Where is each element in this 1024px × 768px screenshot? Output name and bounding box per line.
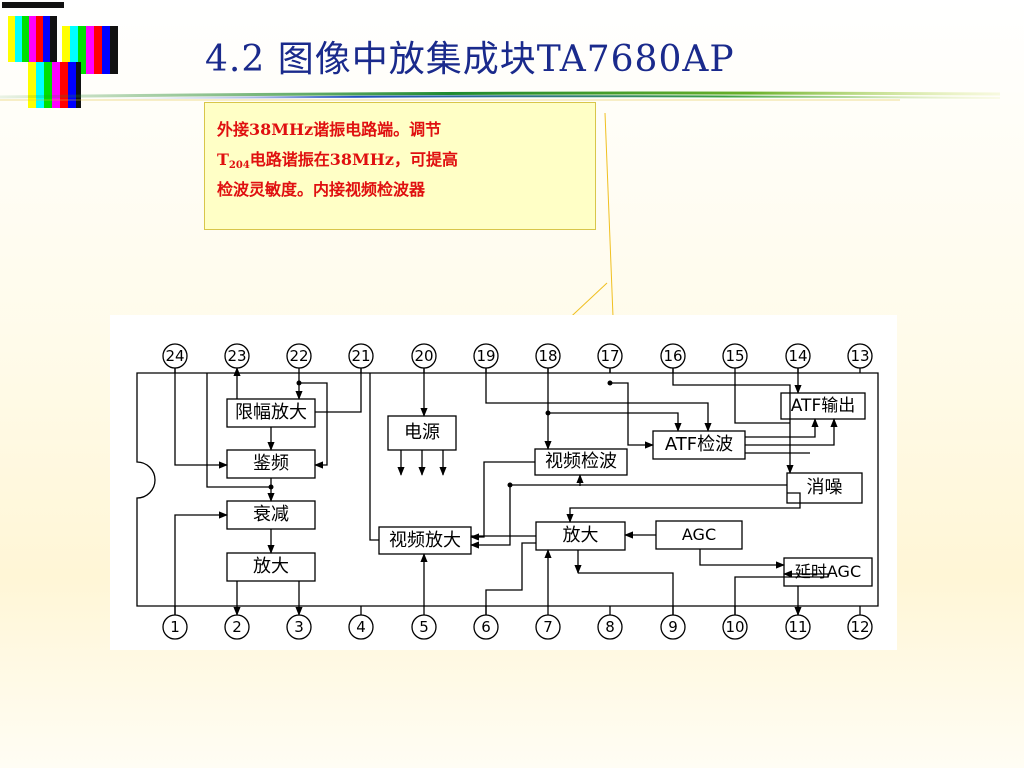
note-line-2: T204电路谐振在38MHz，可提高 [217, 145, 585, 175]
block-attenuator: 衰减 [253, 504, 289, 525]
block-video-amp: 视频放大 [389, 530, 461, 551]
title-rule [0, 91, 1000, 101]
note-line-2-subscript: 204 [228, 160, 250, 171]
pin-13: 13 [850, 347, 870, 365]
pin-24: 24 [165, 347, 185, 365]
block-noise-cancel: 消噪 [806, 477, 843, 498]
annotation-callout-box: 外接38MHz谐振电路端。调节 T204电路谐振在38MHz，可提高 检波灵敏度… [204, 102, 596, 230]
note-line-3: 检波灵敏度。内接视频检波器 [217, 180, 426, 199]
pin-12: 12 [850, 618, 870, 636]
note-line-2-suffix: 电路谐振在38MHz，可提高 [249, 150, 458, 169]
pin-22: 22 [289, 347, 309, 365]
block-if-amp: 放大 [562, 525, 599, 546]
block-delay-agc: 延时AGC [794, 562, 862, 581]
block-discriminator: 鉴频 [253, 453, 289, 474]
pin-23: 23 [227, 347, 247, 365]
page-title: 4.2 图像中放集成块TA7680AP [205, 39, 735, 80]
block-video-detector: 视频检波 [545, 451, 617, 472]
ta7680ap-block-diagram: 限幅放大 鉴频 衰减 放大 电源 视频检波 ATF检波 ATF输出 消噪 视频放… [110, 315, 897, 650]
pin-18: 18 [538, 347, 558, 365]
callout-leader-to-pin-17 [604, 112, 615, 343]
pin-15: 15 [725, 347, 745, 365]
block-power: 电源 [404, 422, 440, 443]
pin-11: 11 [788, 618, 808, 636]
pin-4: 4 [356, 618, 366, 636]
note-line-2-prefix: T [217, 150, 229, 169]
pin-8: 8 [605, 618, 615, 636]
pin-7: 7 [543, 618, 553, 636]
pin-20: 20 [414, 347, 434, 365]
pin-19: 19 [476, 347, 496, 365]
pin-5: 5 [419, 618, 429, 636]
block-diagram-wiring [136, 343, 879, 640]
pin-16: 16 [663, 347, 683, 365]
pin-17: 17 [600, 347, 620, 365]
pin-2: 2 [232, 618, 242, 636]
color-bars-logo [2, 2, 118, 108]
pin-14: 14 [788, 347, 808, 365]
pin-6: 6 [481, 618, 491, 636]
block-audio-amp: 放大 [253, 556, 289, 577]
block-limiter-amp: 限幅放大 [235, 402, 307, 423]
block-atf-detector: ATF检波 [664, 434, 734, 455]
block-agc: AGC [681, 525, 717, 544]
note-line-1: 外接38MHz谐振电路端。调节 [217, 120, 442, 139]
block-atf-output: ATF输出 [790, 396, 856, 416]
pin-10: 10 [725, 618, 745, 636]
pin-3: 3 [294, 618, 304, 636]
pin-9: 9 [668, 618, 678, 636]
pin-21: 21 [351, 347, 371, 365]
pin-1: 1 [170, 618, 180, 636]
